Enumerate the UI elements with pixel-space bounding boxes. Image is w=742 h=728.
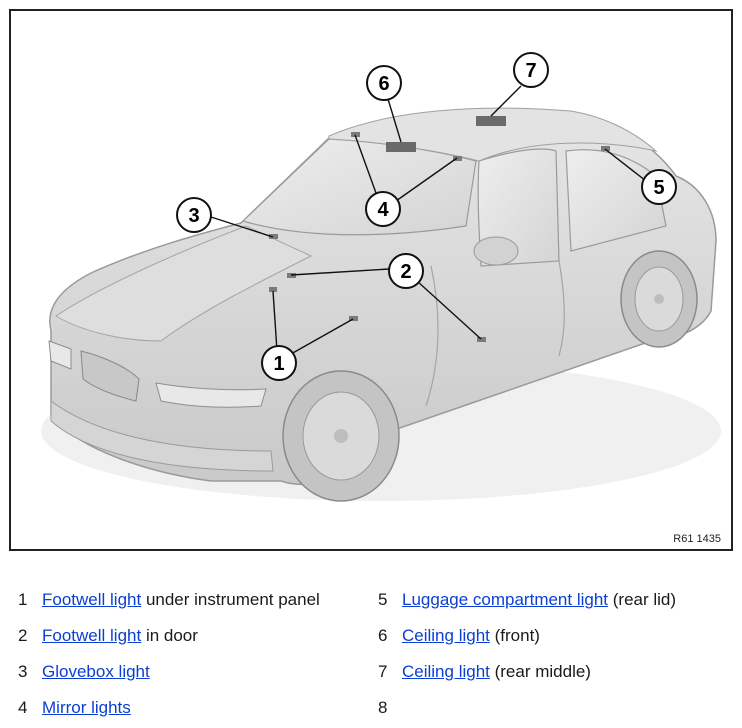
svg-text:6: 6 <box>378 73 389 95</box>
legend-item-7: 7 Ceiling light (rear middle) <box>378 660 591 684</box>
leader-lines <box>210 85 647 355</box>
legend-link-mirror-lights[interactable]: Mirror lights <box>42 698 131 717</box>
callout-3: 3 <box>176 197 212 233</box>
car-illustration: 1 2 3 4 5 6 7 <box>41 52 721 502</box>
legend-number: 3 <box>18 662 28 681</box>
callout-6: 6 <box>366 65 402 101</box>
door-lines <box>425 260 565 407</box>
legend-item-5: 5 Luggage compartment light (rear lid) <box>378 588 676 612</box>
legend-text: (rear lid) <box>608 590 677 609</box>
callout-2: 2 <box>388 253 424 289</box>
legend-text: (front) <box>489 626 540 645</box>
side-mirror <box>473 236 519 266</box>
car-roof <box>328 107 658 162</box>
legend-number: 2 <box>18 626 28 645</box>
rear-wheel <box>620 250 698 348</box>
legend-number: 7 <box>378 662 388 681</box>
headlight-left <box>48 340 72 370</box>
callout-4: 4 <box>365 191 401 227</box>
legend-item-1: 1 Footwell light under instrument panel <box>18 588 320 612</box>
car-lighting-diagram: 1 2 3 4 5 6 7 R61 1435 <box>9 9 733 551</box>
legend-item-4: 4 Mirror lights <box>18 696 131 720</box>
legend-number: 1 <box>18 590 28 609</box>
legend-text: under instrument panel <box>141 590 320 609</box>
legend-text: (rear middle) <box>489 662 591 681</box>
legend-link-ceiling-light-front[interactable]: Ceiling light <box>402 626 490 645</box>
svg-text:2: 2 <box>400 261 411 283</box>
svg-text:4: 4 <box>377 199 389 221</box>
legend-number: 6 <box>378 626 388 645</box>
legend-number: 4 <box>18 698 28 717</box>
legend-link-footwell-light-door[interactable]: Footwell light <box>42 626 142 645</box>
legend-item-3: 3 Glovebox light <box>18 660 150 684</box>
legend-link-glovebox-light[interactable]: Glovebox light <box>42 662 150 681</box>
legend-number: 5 <box>378 590 388 609</box>
callout-7: 7 <box>513 52 549 88</box>
svg-text:3: 3 <box>188 205 199 227</box>
legend-link-luggage-compartment-light[interactable]: Luggage compartment light <box>402 590 609 609</box>
legend-link-ceiling-light-rear[interactable]: Ceiling light <box>402 662 490 681</box>
legend-number: 8 <box>378 698 388 717</box>
legend-item-2: 2 Footwell light in door <box>18 624 198 648</box>
front-bumper <box>50 400 274 472</box>
car-hood <box>55 225 313 342</box>
callout-1: 1 <box>261 345 297 381</box>
windshield <box>241 138 477 236</box>
svg-text:7: 7 <box>525 60 536 82</box>
front-wheel <box>282 370 400 502</box>
legend-item-6: 6 Ceiling light (front) <box>378 624 540 648</box>
legend-item-8: 8 <box>378 696 402 720</box>
figure-reference-code: R61 1435 <box>673 533 721 545</box>
legend-link-footwell-light-instrument[interactable]: Footwell light <box>42 590 142 609</box>
svg-text:1: 1 <box>273 353 284 375</box>
legend-text: in door <box>141 626 198 645</box>
front-grille <box>80 350 140 402</box>
svg-text:5: 5 <box>653 177 664 199</box>
callout-5: 5 <box>641 169 677 205</box>
headlight-right <box>155 382 267 408</box>
